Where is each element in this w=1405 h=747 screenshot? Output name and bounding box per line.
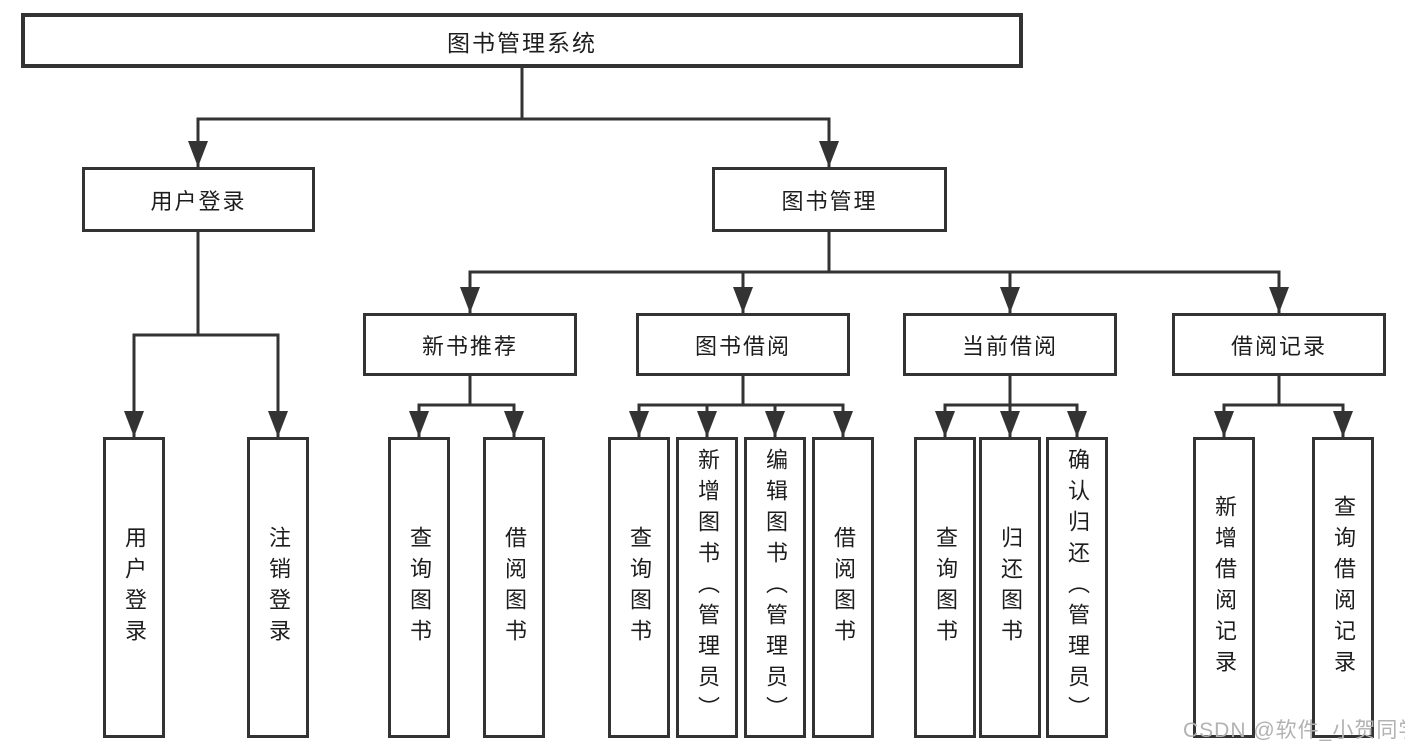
node-label: 借阅图书 xyxy=(502,525,527,650)
node-label: 新书推荐 xyxy=(421,333,518,359)
node-label: 查询借阅记录 xyxy=(1331,494,1356,681)
node-borrowing-records: 借阅记录 xyxy=(1172,313,1386,376)
node-label: 查询图书 xyxy=(407,525,432,650)
leaf-borrow-books: 借阅图书 xyxy=(812,437,874,738)
node-label: 确认归还（管理员） xyxy=(1065,448,1090,727)
node-label: 借阅图书 xyxy=(831,525,856,650)
node-label: 新增图书（管理员） xyxy=(695,448,720,727)
leaf-add-book-admin: 新增图书（管理员） xyxy=(676,437,738,738)
csdn-watermark: CSDN @软件_小贺同学 xyxy=(1183,719,1405,742)
node-label: 编辑图书（管理员） xyxy=(763,448,788,727)
leaf-user-login: 用户登录 xyxy=(103,437,165,738)
leaf-search-books-borrow: 查询图书 xyxy=(608,437,670,738)
node-label: 注销登录 xyxy=(266,525,291,650)
node-label: 当前借阅 xyxy=(961,333,1058,359)
leaf-return-books: 归还图书 xyxy=(979,437,1041,738)
leaf-search-borrow-record: 查询借阅记录 xyxy=(1312,437,1374,738)
node-current-borrowing: 当前借阅 xyxy=(903,313,1117,376)
node-library-system: 图书管理系统 xyxy=(21,13,1023,68)
node-label: 图书管理 xyxy=(781,188,878,214)
node-book-borrowing: 图书借阅 xyxy=(636,313,850,376)
node-new-book-recommendation: 新书推荐 xyxy=(363,313,577,376)
leaf-search-books-recommend: 查询图书 xyxy=(388,437,450,738)
node-label: 归还图书 xyxy=(998,525,1023,650)
leaf-add-borrow-record: 新增借阅记录 xyxy=(1193,437,1255,738)
node-user-login: 用户登录 xyxy=(82,167,315,232)
node-label: 图书借阅 xyxy=(694,333,791,359)
node-label: 借阅记录 xyxy=(1230,333,1327,359)
node-label: 查询图书 xyxy=(933,525,958,650)
leaf-edit-book-admin: 编辑图书（管理员） xyxy=(744,437,806,738)
leaf-borrow-books-recommend: 借阅图书 xyxy=(483,437,545,738)
node-label: 用户登录 xyxy=(122,525,147,650)
node-book-management: 图书管理 xyxy=(712,167,947,232)
leaf-search-books-current: 查询图书 xyxy=(914,437,976,738)
node-label: 查询图书 xyxy=(627,525,652,650)
node-label: 图书管理系统 xyxy=(447,29,597,56)
leaf-confirm-return-admin: 确认归还（管理员） xyxy=(1046,437,1108,738)
leaf-logout: 注销登录 xyxy=(247,437,309,738)
node-label: 用户登录 xyxy=(150,188,247,214)
node-label: 新增借阅记录 xyxy=(1212,494,1237,681)
